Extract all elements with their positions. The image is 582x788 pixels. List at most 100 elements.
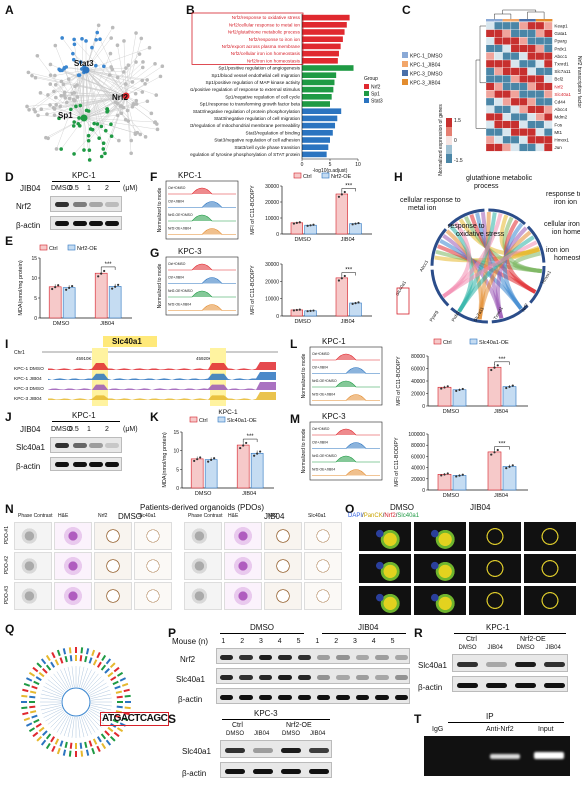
motif-logo-mark bbox=[113, 731, 120, 738]
heatmap-cell bbox=[519, 143, 528, 152]
motif-logo-mark bbox=[96, 661, 102, 668]
heatmap-cell bbox=[519, 37, 528, 45]
network-node bbox=[126, 63, 131, 68]
data-point bbox=[490, 368, 493, 372]
data-point bbox=[343, 190, 346, 194]
heatmap-cell bbox=[519, 52, 528, 61]
track-signal bbox=[48, 392, 276, 400]
legend-swatch bbox=[364, 84, 369, 89]
panel-label-j: J bbox=[5, 410, 12, 424]
scale-tick: 0 bbox=[454, 138, 457, 144]
chord-ring bbox=[430, 208, 546, 324]
network-node bbox=[101, 141, 106, 145]
heatmap-cell bbox=[535, 67, 545, 76]
flow-peak bbox=[168, 187, 236, 195]
network-node bbox=[123, 82, 128, 86]
heatmap-cell bbox=[510, 82, 520, 91]
blot-band bbox=[394, 654, 409, 660]
network-node bbox=[107, 73, 112, 77]
gene-label: Mt1 bbox=[554, 130, 562, 135]
heatmap-cell bbox=[510, 29, 520, 38]
if-image bbox=[413, 521, 467, 552]
network-node bbox=[71, 124, 76, 128]
motif-logo-mark bbox=[42, 668, 48, 674]
y-tick: 30000 bbox=[265, 262, 279, 268]
r-group-ctrl: Ctrl bbox=[466, 636, 477, 643]
network-node bbox=[66, 77, 71, 81]
y-tick: 80000 bbox=[411, 443, 425, 449]
heatmap-cell bbox=[527, 52, 536, 61]
flow-track-label: Ctrl+JIB04 bbox=[312, 366, 328, 370]
legend-label: Sp1 bbox=[371, 92, 380, 98]
enrichment-term: Stat3/regulation of binding bbox=[246, 130, 301, 135]
column-label: Phase Contrast bbox=[18, 513, 53, 519]
motif-logo-mark bbox=[84, 655, 88, 663]
bar bbox=[335, 277, 348, 317]
heatmap-cell bbox=[535, 59, 545, 68]
heatmap-cell bbox=[485, 37, 495, 45]
network-node bbox=[72, 120, 77, 124]
if-image bbox=[523, 553, 577, 584]
s-cell: KPC-3 bbox=[254, 709, 278, 718]
chord-term: metal ion bbox=[408, 205, 437, 212]
blot-strip bbox=[452, 654, 568, 672]
data-point bbox=[337, 279, 341, 282]
flow-peak bbox=[168, 228, 236, 235]
network-node bbox=[57, 116, 61, 121]
network-node bbox=[129, 138, 134, 143]
chart-title: KPC-1 bbox=[218, 409, 238, 416]
nrf2-terms-box bbox=[191, 12, 304, 65]
network-node bbox=[96, 23, 101, 28]
data-point bbox=[446, 385, 449, 388]
bar bbox=[304, 224, 317, 235]
heatmap-cell bbox=[485, 143, 495, 152]
lane-label: DMSO bbox=[51, 426, 72, 433]
heatmap-cell bbox=[510, 105, 520, 114]
enrichment-bar bbox=[302, 108, 342, 114]
heatmap-cell bbox=[535, 29, 545, 38]
lane-label: 1 bbox=[87, 426, 91, 433]
flow-track-label: Ctrl+JIB04 bbox=[312, 441, 328, 445]
motif-logo-mark bbox=[75, 751, 77, 757]
heatmap-cell bbox=[519, 97, 528, 106]
enrichment-term: Stat3/negative regulation of protein pho… bbox=[193, 109, 300, 114]
heatmap-cell bbox=[494, 90, 503, 99]
x-tick: DMSO bbox=[443, 409, 460, 415]
motif-logo-mark bbox=[32, 666, 39, 673]
motif-logo-mark bbox=[50, 736, 56, 743]
pdo-image bbox=[224, 552, 262, 580]
flow-track-label: Nrf2-OE+DMSO bbox=[312, 454, 337, 458]
blot-band bbox=[253, 747, 273, 753]
network-node bbox=[62, 93, 66, 97]
legend-swatch bbox=[402, 70, 408, 76]
heatmap-cell bbox=[535, 97, 545, 106]
blot-band bbox=[316, 674, 331, 680]
legend-label: Nrf2-OE bbox=[331, 174, 352, 180]
network-node bbox=[153, 62, 157, 66]
heatmap-cell bbox=[519, 113, 528, 121]
network-node bbox=[140, 78, 145, 83]
heatmap-cell bbox=[510, 135, 520, 144]
lane-label: DMSO bbox=[458, 645, 477, 651]
blot-band bbox=[253, 768, 273, 774]
heatmap-cell bbox=[519, 90, 528, 99]
blot-band bbox=[225, 768, 245, 774]
heatmap-cell bbox=[535, 90, 545, 99]
heatmap-cell bbox=[494, 59, 503, 68]
lane-label: 1 bbox=[315, 638, 320, 645]
chord-term: iron ion bbox=[546, 247, 569, 254]
heatmap-cell bbox=[502, 52, 512, 61]
t-band-input bbox=[534, 752, 564, 759]
column-label: H&E bbox=[58, 513, 69, 519]
bar bbox=[190, 458, 204, 489]
network-node bbox=[140, 90, 145, 94]
heatmap-cell bbox=[527, 82, 536, 91]
network-node bbox=[153, 120, 158, 124]
motif-logo-mark bbox=[114, 714, 121, 719]
pdo-image bbox=[224, 522, 262, 550]
chord-term: cellular iron bbox=[544, 221, 580, 228]
motif-logo-mark bbox=[80, 750, 84, 757]
x-axis-label: -log10(p.adjust) bbox=[313, 168, 348, 174]
motif-logo-mark bbox=[75, 655, 77, 661]
